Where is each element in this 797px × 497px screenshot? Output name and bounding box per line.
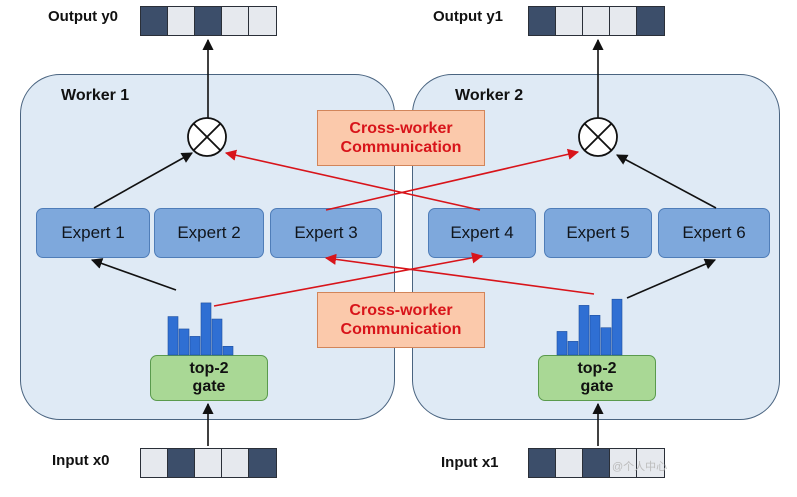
comm-top-line1: Cross-worker — [349, 120, 453, 137]
comm-bottom-line1: Cross-worker — [349, 302, 453, 319]
top-2-gate-worker-1: top-2 gate — [150, 355, 268, 401]
gate-2-line1: top-2 — [577, 360, 617, 377]
output-y0-label: Output y0 — [48, 8, 118, 25]
comm-bottom-line2: Communication — [340, 321, 462, 338]
vector-cell — [610, 7, 637, 35]
vector-cell — [141, 449, 168, 477]
input-x1-label: Input x1 — [441, 454, 499, 471]
input-x0-label: Input x0 — [52, 452, 110, 469]
vector-cell — [249, 7, 276, 35]
vector-cell — [168, 7, 195, 35]
vector-cell — [249, 449, 276, 477]
vector-cell — [583, 7, 610, 35]
vector-cell — [222, 449, 249, 477]
vector-cell — [556, 7, 583, 35]
gate-1-line1: top-2 — [189, 360, 229, 377]
vector-cell — [141, 7, 168, 35]
output-y0-vector — [140, 6, 277, 36]
vector-cell — [195, 449, 222, 477]
vector-cell — [529, 449, 556, 477]
input-x0-vector — [140, 448, 277, 478]
expert-3: Expert 3 — [270, 208, 382, 258]
vector-cell — [610, 449, 637, 477]
vector-cell — [222, 7, 249, 35]
worker-1-title: Worker 1 — [61, 87, 130, 104]
vector-cell — [195, 7, 222, 35]
expert-2: Expert 2 — [154, 208, 264, 258]
vector-cell — [168, 449, 195, 477]
vector-cell — [556, 449, 583, 477]
watermark: @个人中心 — [612, 461, 668, 473]
cross-worker-communication-bottom: Cross-worker Communication — [317, 292, 485, 348]
expert-6: Expert 6 — [658, 208, 770, 258]
expert-5: Expert 5 — [544, 208, 652, 258]
output-y1-vector — [528, 6, 665, 36]
vector-cell — [583, 449, 610, 477]
expert-1: Expert 1 — [36, 208, 150, 258]
gate-1-line2: gate — [192, 378, 226, 395]
output-y1-label: Output y1 — [433, 8, 503, 25]
vector-cell — [637, 449, 664, 477]
vector-cell — [529, 7, 556, 35]
comm-top-line2: Communication — [340, 139, 462, 156]
expert-4: Expert 4 — [428, 208, 536, 258]
top-2-gate-worker-2: top-2 gate — [538, 355, 656, 401]
vector-cell — [637, 7, 664, 35]
gate-2-line2: gate — [580, 378, 614, 395]
input-x1-vector — [528, 448, 665, 478]
cross-worker-communication-top: Cross-worker Communication — [317, 110, 485, 166]
worker-2-title: Worker 2 — [455, 87, 524, 104]
